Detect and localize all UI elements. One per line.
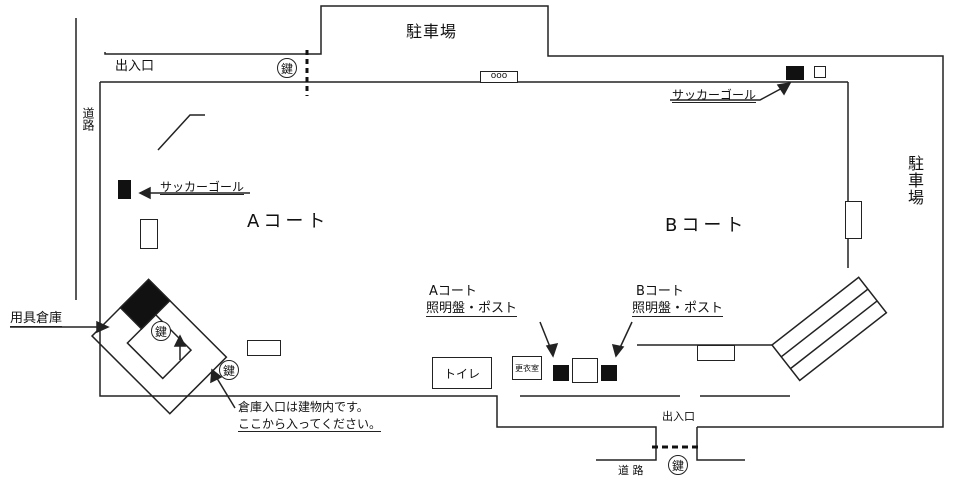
entrance-bottom-label: 出入口 (662, 410, 695, 423)
bench-a-court (247, 340, 281, 356)
parking-right-label: 駐車場 (905, 155, 924, 206)
key-icon-top: 鍵 (277, 58, 297, 78)
lower-entrance-right (696, 427, 745, 461)
arrow-goal-right (670, 85, 787, 101)
panel-a-line1: Aコート (429, 284, 477, 299)
bench-left (140, 219, 158, 249)
arrow-entrance (214, 374, 236, 409)
court-a-label: Aコート (247, 211, 330, 232)
lighting-post-center (572, 358, 598, 383)
storage-label: 用具倉庫 (10, 311, 63, 327)
toilet: トイレ (432, 357, 492, 389)
parking-top-label: 駐車場 (406, 22, 458, 41)
soccer-goal-right-label: サッカーゴール (672, 88, 757, 103)
bench-right (845, 201, 862, 239)
lighting-panel-a (553, 365, 569, 381)
gate-sign: ooo (480, 71, 518, 83)
goal-right-marker (814, 66, 826, 78)
road-left-label: 道路 (81, 107, 95, 131)
key-icon-storage: 鍵 (151, 321, 171, 341)
entrance-top-label: 出入口 (115, 59, 155, 74)
locker-room: 更衣室 (512, 356, 542, 380)
court-boundary (99, 82, 520, 428)
panel-b-line1: Bコート (636, 284, 684, 299)
soccer-goal-left (118, 180, 131, 199)
key-icon-bottom: 鍵 (668, 455, 688, 475)
panel-b-line2: 照明盤・ポスト (632, 301, 724, 317)
soccer-goal-right (786, 66, 804, 80)
note-line2: ここから入ってください。 (238, 417, 382, 432)
stands (770, 276, 888, 382)
soccer-goal-left-label: サッカーゴール (160, 180, 245, 195)
diagonal-wall (157, 114, 205, 151)
bench-b-court (697, 345, 735, 361)
road-bottom-label: 道 路 (618, 464, 644, 477)
lower-entrance-left (520, 426, 657, 461)
court-b-label: Bコート (665, 215, 748, 236)
parking-top-outline (104, 5, 944, 428)
key-icon-entrance: 鍵 (219, 360, 239, 380)
panel-a-line2: 照明盤・ポスト (426, 301, 518, 317)
storage-building (90, 278, 228, 415)
note-line1: 倉庫入口は建物内です。 (238, 400, 369, 414)
lighting-panel-b (601, 365, 617, 381)
